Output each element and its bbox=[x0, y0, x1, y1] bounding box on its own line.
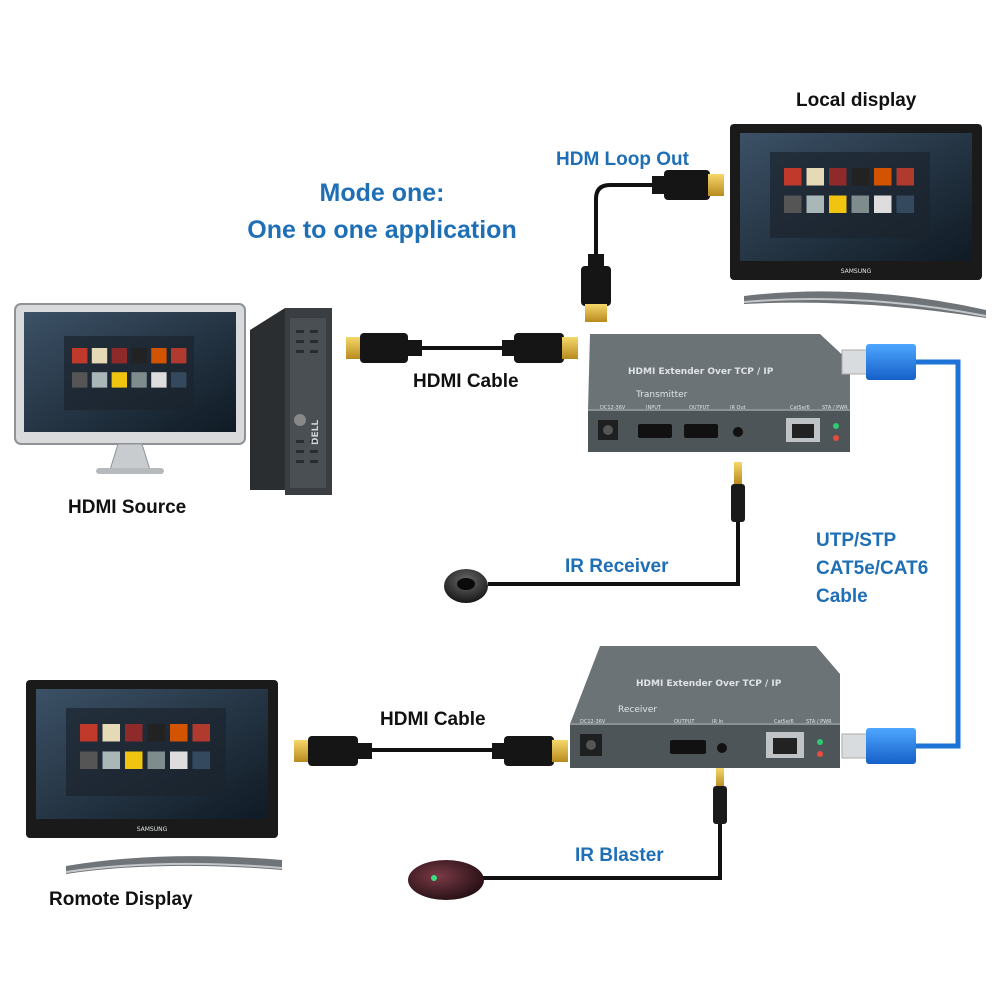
label-utp-line-1: UTP/STP bbox=[816, 530, 897, 551]
title-line-2: One to one application bbox=[247, 216, 517, 244]
ir-receiver-eye bbox=[444, 569, 488, 603]
label-utp-line-3: Cable bbox=[816, 586, 868, 607]
rx-port-4: Cat5e/6 bbox=[774, 719, 794, 725]
tx-port-3: OUTPUT bbox=[689, 405, 710, 411]
local-display-brand: SAMSUNG bbox=[841, 268, 872, 275]
transmitter-panel-text: HDMI Extender Over TCP / IP bbox=[628, 367, 774, 377]
label-ir-receiver: IR Receiver bbox=[565, 556, 669, 577]
transmitter-device: HDMI Extender Over TCP / IP Transmitter … bbox=[588, 334, 850, 452]
hdmi-plug-right-bottom bbox=[492, 736, 568, 766]
label-hdmi-loop-out: HDM Loop Out bbox=[556, 149, 689, 170]
hdmi-plug-left-top bbox=[346, 333, 422, 363]
local-display-monitor: SAMSUNG bbox=[730, 124, 987, 318]
label-local-display: Local display bbox=[796, 90, 917, 111]
label-ir-blaster: IR Blaster bbox=[575, 845, 664, 866]
label-hdmi-cable-top: HDMI Cable bbox=[413, 371, 519, 392]
rx-port-2: OUTPUT bbox=[674, 719, 695, 725]
label-remote-display: Romote Display bbox=[49, 889, 193, 910]
receiver-device: HDMI Extender Over TCP / IP Receiver DC1… bbox=[570, 646, 840, 768]
transmitter-name: Transmitter bbox=[635, 390, 688, 400]
tx-port-2: INPUT bbox=[646, 405, 662, 411]
receiver-name: Receiver bbox=[618, 705, 657, 715]
tx-port-4: IR Out bbox=[730, 405, 746, 411]
rj45-plug-top bbox=[841, 344, 916, 380]
receiver-panel-text: HDMI Extender Over TCP / IP bbox=[636, 679, 782, 689]
tx-port-1: DC12-36V bbox=[600, 405, 626, 411]
label-hdmi-source: HDMI Source bbox=[68, 497, 187, 518]
hdmi-plug-loop-local bbox=[652, 170, 724, 200]
ir-receiver-jack bbox=[731, 462, 745, 522]
remote-display-brand: SAMSUNG bbox=[137, 826, 168, 833]
rx-port-3: IR In bbox=[712, 719, 723, 725]
pc-brand: DELL bbox=[311, 420, 321, 445]
rj45-plug-bottom bbox=[841, 728, 916, 764]
rx-port-5: STA / PWR bbox=[806, 719, 832, 725]
label-hdmi-cable-bottom: HDMI Cable bbox=[380, 709, 486, 730]
tx-port-5: Cat5e/6 bbox=[790, 405, 810, 411]
ir-blaster-emitter bbox=[408, 860, 484, 900]
hdmi-plug-left-bottom bbox=[294, 736, 372, 766]
rx-port-1: DC12-36V bbox=[580, 719, 606, 725]
label-utp-line-2: CAT5e/CAT6 bbox=[816, 558, 929, 579]
hdmi-plug-loop-transmitter bbox=[581, 254, 611, 322]
ir-blaster-jack bbox=[713, 768, 727, 824]
hdmi-plug-right-top bbox=[502, 333, 578, 363]
dell-pc-tower: DELL bbox=[250, 308, 332, 495]
title-line-1: Mode one: bbox=[319, 179, 445, 207]
remote-display-monitor: SAMSUNG bbox=[26, 680, 283, 874]
tx-port-6: STA / PWR bbox=[822, 405, 848, 411]
hdmi-source-monitor bbox=[14, 303, 246, 474]
